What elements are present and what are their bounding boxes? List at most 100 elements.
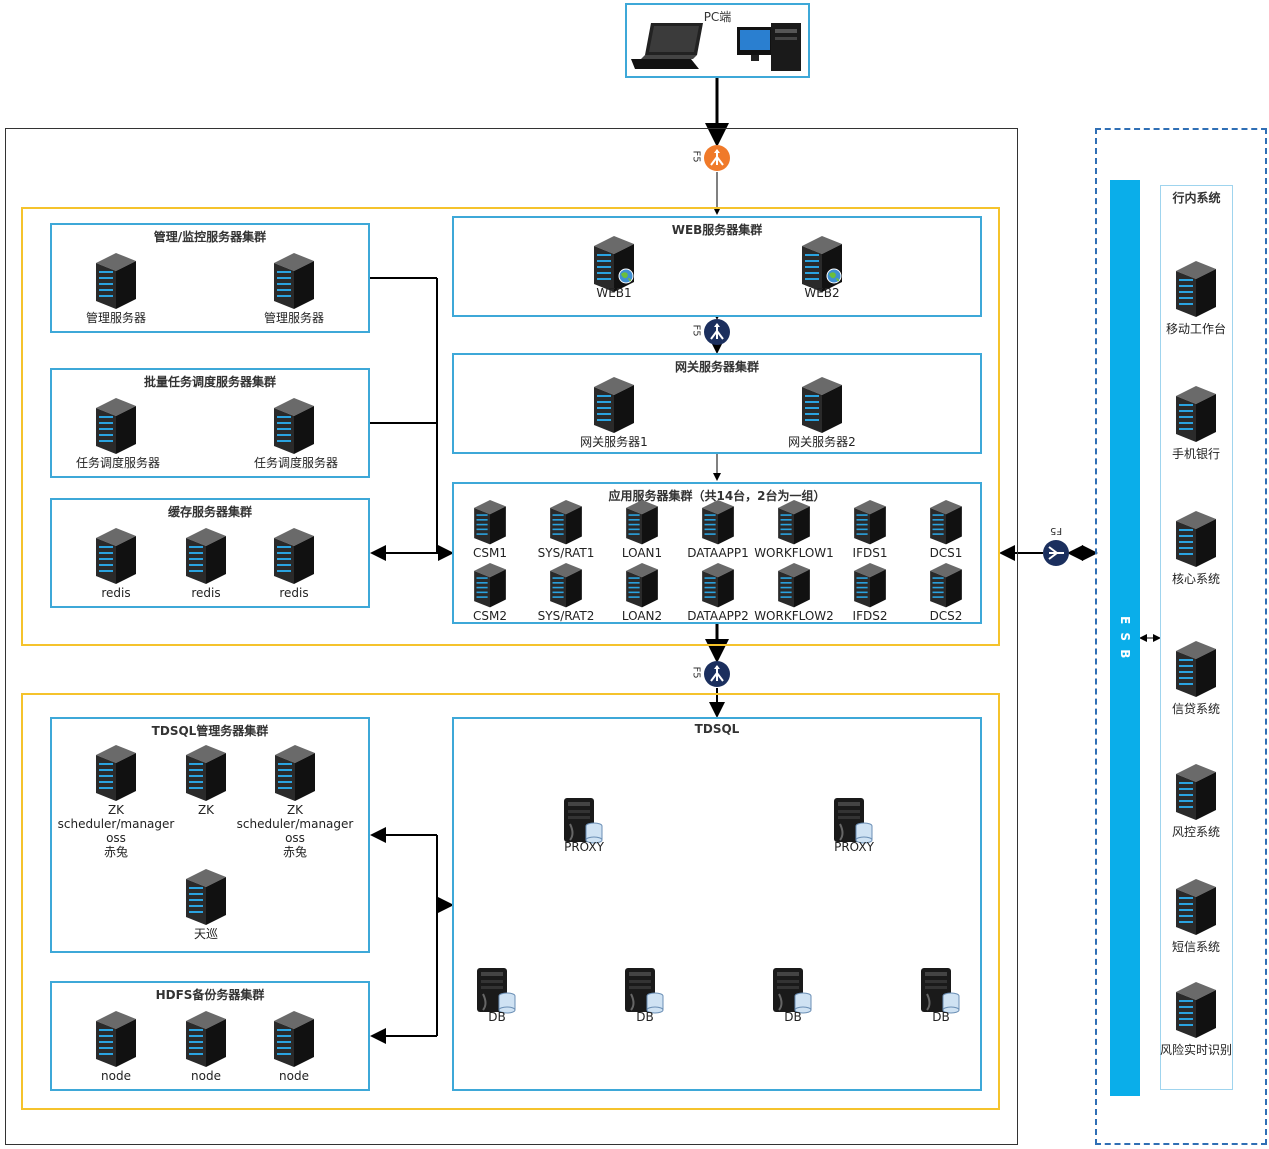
tianxun-server: 天巡: [166, 869, 246, 941]
server-icon: [854, 563, 886, 608]
gateway-cluster-title: 网关服务器集群: [674, 360, 759, 374]
scheduler-server: 任务调度服务器: [76, 398, 160, 470]
redis-server: redis: [254, 528, 334, 600]
server-icon: [1176, 764, 1216, 820]
server-icon: [930, 563, 962, 608]
app-server: DATAAPP2: [678, 563, 758, 623]
proxy-server: PROXY: [814, 794, 894, 854]
server-icon: [1176, 879, 1216, 935]
data-center-boundary: [5, 128, 1018, 1145]
server-icon: [274, 253, 314, 309]
pc-client-box: PC端: [625, 3, 810, 78]
internal-systems-box: 行内系统 移动工作台 手机银行 核心系统 信贷系统 风控系统 短信系统 风险实时…: [1160, 185, 1233, 1090]
tdsql-mgmt-title: TDSQL管理务器集群: [151, 724, 269, 738]
zk-server: ZK scheduler/manager oss 赤兔: [56, 745, 176, 859]
web-cluster: WEB服务器集群 WEB1 WEB2: [452, 216, 982, 317]
server-icon: [854, 500, 886, 545]
app-server: CSM2: [450, 563, 530, 623]
f5-label: F5: [690, 324, 702, 337]
app-server: WORKFLOW2: [754, 563, 834, 623]
redis-server: redis: [76, 528, 156, 600]
application-server-cluster: 应用服务器集群（共14台，2台为一组） CSM1 SYS/RAT1 LOAN1 …: [452, 482, 982, 624]
gateway-cluster: 网关服务器集群 网关服务器1 网关服务器2: [452, 353, 982, 454]
db-server: DB: [605, 964, 685, 1024]
app-server: DATAAPP1: [678, 500, 758, 560]
esb-label: E S B: [1118, 615, 1132, 661]
server-icon: [274, 398, 314, 454]
cache-cluster-title: 缓存服务器集群: [167, 505, 252, 519]
server-icon: [702, 500, 734, 545]
desktop-computer-icon: [737, 23, 801, 71]
db-server: DB: [753, 964, 833, 1024]
db-server: DB: [901, 964, 981, 1024]
f5-load-balancer-icon: [704, 661, 730, 687]
db-server: DB: [457, 964, 537, 1024]
gateway-server: 网关服务器2: [782, 377, 862, 449]
app-server: CSM1: [450, 500, 530, 560]
app-cluster-title: 应用服务器集群（共14台，2台为一组）: [608, 489, 826, 503]
database-server-icon: [624, 967, 664, 1014]
server-icon: [1176, 641, 1216, 697]
application-zone: [21, 207, 1000, 646]
internal-network-boundary: [1095, 128, 1267, 1145]
f5-label: F5: [1050, 525, 1063, 536]
gateway-server: 网关服务器1: [574, 377, 654, 449]
server-icon: [186, 745, 226, 801]
server-icon: [275, 745, 315, 801]
batch-scheduler-cluster: 批量任务调度服务器集群 任务调度服务器 任务调度服务器: [50, 368, 370, 478]
system-server: 短信系统: [1156, 876, 1236, 954]
system-server: 风险实时识别: [1156, 979, 1236, 1057]
database-zone: [21, 693, 1000, 1110]
server-icon: [96, 1011, 136, 1067]
server-icon: [474, 563, 506, 608]
hdfs-node: node: [166, 1011, 246, 1083]
f5-label: F5: [690, 666, 702, 679]
server-icon: [274, 1011, 314, 1067]
database-server-icon: [833, 797, 873, 844]
app-server: IFDS2: [830, 563, 910, 623]
server-icon: [274, 528, 314, 584]
proxy-server: PROXY: [544, 794, 624, 854]
redis-server: redis: [166, 528, 246, 600]
tdsql-management-cluster: TDSQL管理务器集群 ZK scheduler/manager oss 赤兔 …: [50, 717, 370, 953]
database-server-icon: [772, 967, 812, 1014]
server-icon: [1176, 982, 1216, 1038]
scheduler-server: 任务调度服务器: [254, 398, 338, 470]
zk-server: ZK scheduler/manager oss 赤兔: [235, 745, 355, 859]
app-server: DCS1: [906, 500, 986, 560]
app-server: LOAN2: [602, 563, 682, 623]
server-icon: [186, 528, 226, 584]
server-icon: [802, 377, 842, 433]
hdfs-backup-cluster: HDFS备份务器集群 node node node: [50, 981, 370, 1091]
system-server: 核心系统: [1156, 508, 1236, 586]
server-icon: [778, 563, 810, 608]
tdsql-title: TDSQL: [694, 722, 740, 736]
server-icon: [778, 500, 810, 545]
server-icon: [186, 869, 226, 925]
server-icon: [550, 563, 582, 608]
server-icon: [96, 398, 136, 454]
server-icon: [594, 377, 634, 433]
f5-load-balancer-icon: [704, 319, 730, 345]
zk-server: ZK: [166, 745, 246, 817]
pc-title: PC端: [703, 10, 732, 24]
server-icon: [96, 253, 136, 309]
management-server: 管理服务器: [254, 253, 334, 325]
system-server: 风控系统: [1156, 761, 1236, 839]
system-server: 手机银行: [1156, 383, 1236, 461]
database-server-icon: [563, 797, 603, 844]
app-server: DCS2: [906, 563, 986, 623]
server-icon: [626, 500, 658, 545]
management-cluster: 管理/监控服务器集群 管理服务器 管理服务器: [50, 223, 370, 333]
server-icon: [702, 563, 734, 608]
server-icon: [186, 1011, 226, 1067]
app-server: SYS/RAT1: [526, 500, 606, 560]
database-server-icon: [476, 967, 516, 1014]
f5-label: F5: [690, 150, 702, 163]
system-server: 移动工作台: [1156, 258, 1236, 336]
app-server: LOAN1: [602, 500, 682, 560]
management-cluster-title: 管理/监控服务器集群: [153, 230, 267, 244]
server-icon: [930, 500, 962, 545]
app-server: IFDS1: [830, 500, 910, 560]
app-server: SYS/RAT2: [526, 563, 606, 623]
